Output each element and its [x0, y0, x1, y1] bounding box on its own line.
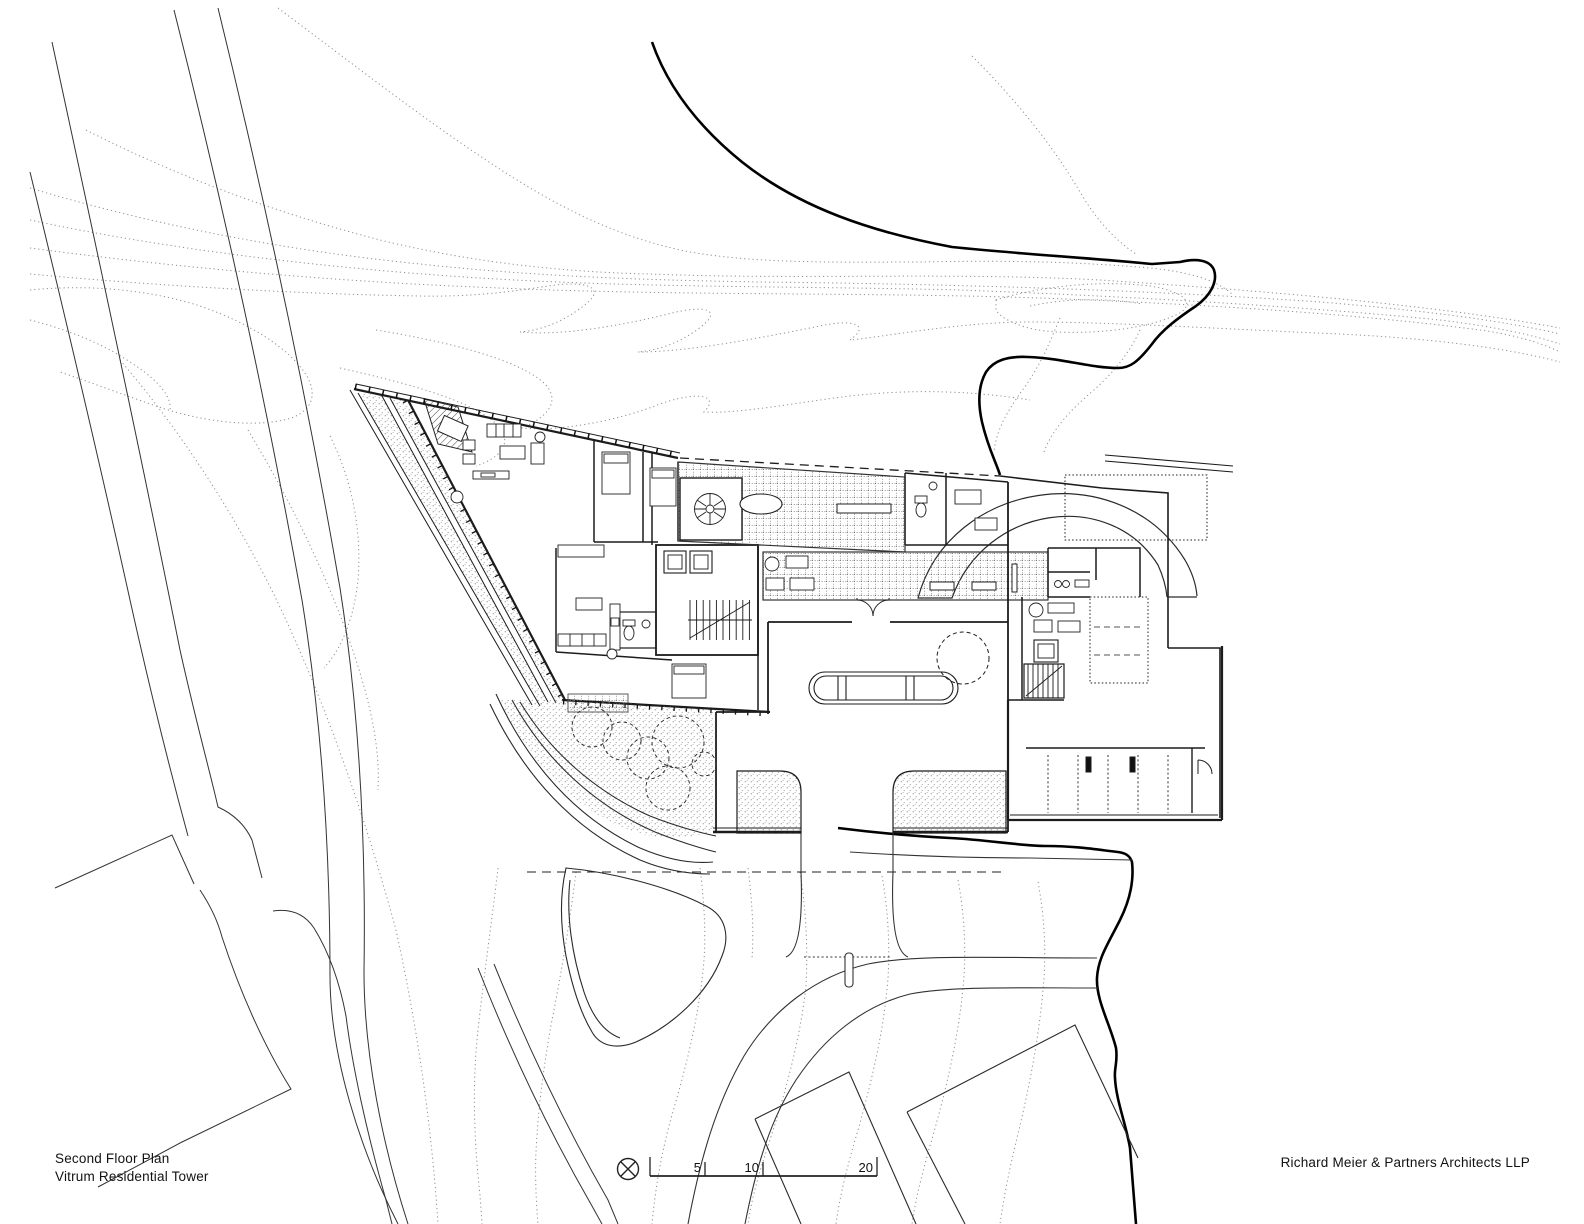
west-roads [29, 7, 619, 1224]
project-name: Vitrum Residential Tower [55, 1169, 209, 1184]
north-facade [353, 383, 681, 460]
lap-pool [808, 671, 959, 705]
terrace-paving [677, 461, 1049, 601]
shoreline-north [650, 41, 1217, 476]
road-median-island [844, 952, 854, 988]
terrace-bench [836, 503, 892, 514]
driveway-junction [54, 834, 195, 889]
drive-court [713, 482, 1009, 834]
ramp-landing [436, 414, 469, 443]
tower-overhang-dotted [1064, 474, 1208, 541]
core-stairs-elevators [655, 544, 759, 656]
parking-stalls [1047, 755, 1169, 813]
scale-label-5: 5 [694, 1160, 701, 1175]
terrace-planter-oval [739, 493, 783, 515]
scale-label-20: 20 [859, 1160, 873, 1175]
title-block: Second Floor Plan Vitrum Residential Tow… [55, 1151, 209, 1184]
shoreline-south-cliff [837, 826, 1138, 1224]
topography-contour-lines [29, 7, 1561, 1224]
lobby-lounge-furniture [764, 555, 815, 591]
north-crossed-circle-icon [616, 1157, 640, 1181]
spiral-stair [694, 493, 726, 525]
spiral-stair-enclosure [679, 477, 743, 541]
scissor-stair [1023, 663, 1065, 699]
garden-trees-dashed [571, 706, 717, 811]
northeast-rooms [904, 472, 1009, 546]
upper-walkway [1104, 454, 1234, 473]
shoreline [650, 41, 1217, 1224]
site-boundary [679, 454, 1234, 818]
north-facade-dashed [679, 457, 1001, 477]
scale-label-10: 10 [745, 1160, 759, 1175]
neighboring-buildings [754, 1024, 1139, 1224]
drawing-title: Second Floor Plan [55, 1151, 169, 1166]
parking-garage [1006, 646, 1224, 822]
court-island-left [736, 770, 802, 834]
entry-double-doors [856, 598, 890, 617]
amenity-block [1008, 547, 1149, 701]
gym-dotted-outline [1089, 596, 1149, 684]
court-island-right [892, 770, 1007, 834]
tree-dashed [936, 631, 990, 685]
southwest-garden [489, 693, 717, 875]
west-planting-band [349, 389, 566, 707]
furniture-west-wing [450, 423, 707, 699]
teardrop-island [560, 867, 727, 1047]
retaining-wall-line [849, 851, 1133, 861]
scale-bar: 5 10 20 [616, 1157, 878, 1181]
firm-name: Richard Meier & Partners Architects LLP [1281, 1155, 1530, 1170]
